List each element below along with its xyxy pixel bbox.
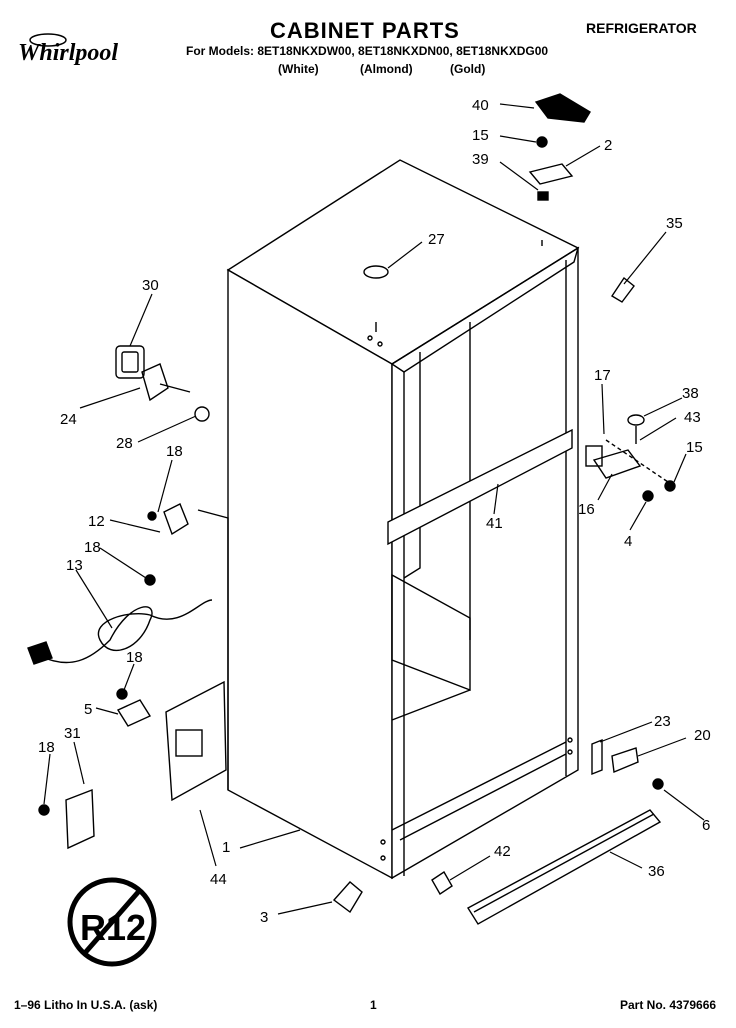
top-hinge-part [528,163,574,185]
callout-30: 30 [142,277,159,294]
part-number: Part No. 4379666 [620,998,717,1012]
callout-15: 15 [472,127,489,144]
callout-18-b: 18 [84,539,101,556]
callout-12: 12 [88,513,105,530]
callout-41: 41 [486,515,503,532]
callout-6: 6 [702,817,710,834]
callout-1: 1 [222,839,230,856]
callout-27: 27 [428,231,445,248]
callout-17: 17 [594,367,611,384]
callout-31: 31 [64,725,81,742]
callout-44: 44 [210,871,227,888]
category-label: REFRIGERATOR [586,20,697,36]
callout-4: 4 [624,533,632,550]
color-gold: (Gold) [450,62,486,76]
callout-38: 38 [682,385,699,402]
model-list: For Models: 8ET18NKXDW00, 8ET18NKXDN00, … [186,44,549,58]
cabinet-body [226,159,580,880]
callout-labels: 40 15 2 39 27 35 30 24 28 18 12 18 13 18… [38,97,711,926]
callout-20: 20 [694,727,711,744]
brand-text: Whirlpool [18,40,118,66]
callout-3: 3 [260,909,268,926]
r12-refrigerant-badge: R12 [67,877,157,967]
callout-40: 40 [472,97,489,114]
divider-rail [387,428,573,546]
page-title: CABINET PARTS [270,18,460,43]
callout-18-a: 18 [166,443,183,460]
callout-28: 28 [116,435,133,452]
callout-2: 2 [604,137,612,154]
leader-lines [43,103,705,915]
callout-35: 35 [666,215,683,232]
color-almond: (Almond) [360,62,413,76]
callout-23: 23 [654,713,671,730]
callout-42: 42 [494,843,511,860]
callout-24: 24 [60,411,77,428]
callout-36: 36 [648,863,665,880]
whirlpool-logo: Whirlpool [16,30,156,71]
callout-5: 5 [84,701,92,718]
color-white: (White) [278,62,319,76]
callout-16: 16 [578,501,595,518]
page-number: 1 [370,998,377,1012]
hinge-cover-part [534,93,591,123]
callout-13: 13 [66,557,83,574]
litho-text: 1–96 Litho In U.S.A. (ask) [14,998,158,1012]
callout-18-c: 18 [126,649,143,666]
callout-18-d: 18 [38,739,55,756]
r12-text: R12 [80,907,146,948]
callout-15-b: 15 [686,439,703,456]
callout-39: 39 [472,151,489,168]
callout-43: 43 [684,409,701,426]
